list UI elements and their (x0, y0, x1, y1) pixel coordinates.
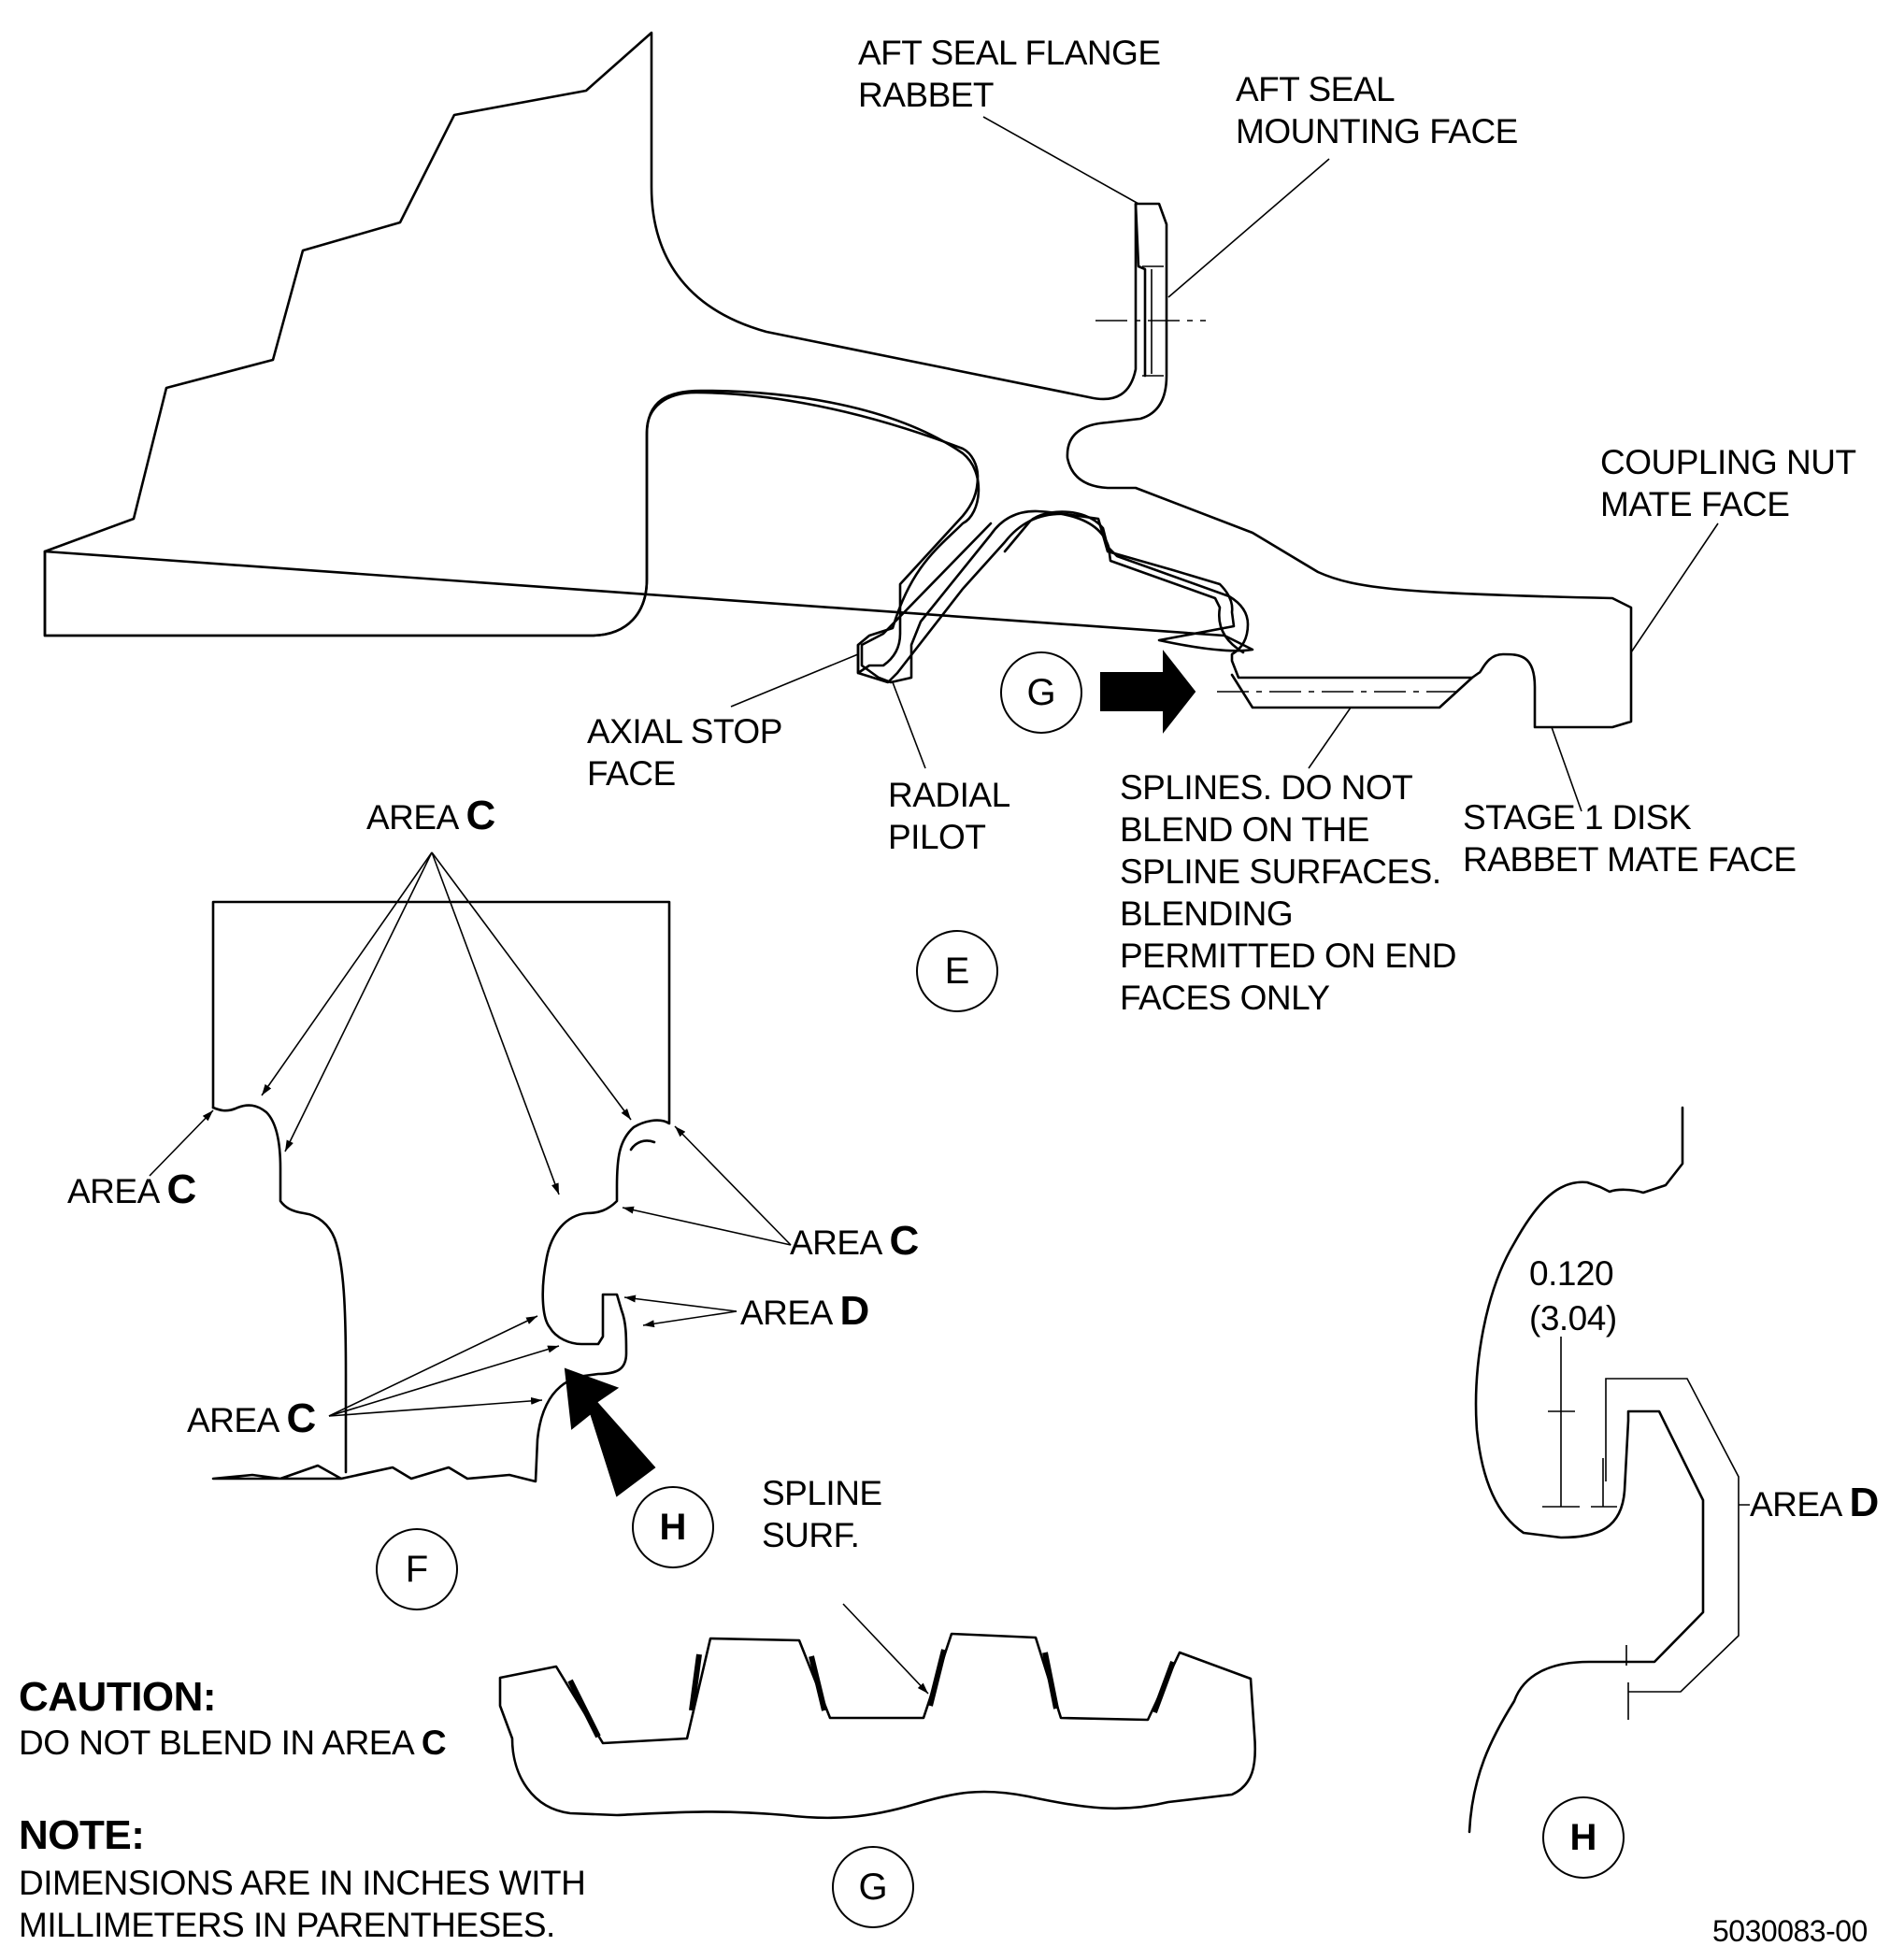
dimension-lines (1542, 1337, 1750, 1720)
view-f-leaders (149, 851, 792, 1417)
label-area-d-h: AREA D (1750, 1480, 1879, 1525)
callout-h-view: H (1542, 1796, 1625, 1879)
view-f-left-profile (211, 1104, 348, 1474)
callout-g-view: G (832, 1846, 914, 1928)
view-e-section (43, 31, 1633, 729)
view-f-outline (211, 900, 671, 1483)
label-splines-note: SPLINES. DO NOT BLEND ON THE SPLINE SURF… (1120, 768, 1456, 1017)
view-g-direction-arrow (1100, 650, 1196, 734)
label-radial-pilot: RADIAL PILOT (888, 776, 1010, 856)
view-h-upper-profile (1468, 1106, 1705, 1834)
callout-h-ref: H (632, 1486, 714, 1568)
disk-outer-stepped-edge (43, 31, 1633, 729)
label-axial-stop-face: AXIAL STOP FACE (587, 712, 782, 793)
callout-f-view: F (376, 1528, 458, 1610)
view-f-section (211, 900, 671, 1483)
callout-g-ref: G (1000, 651, 1082, 734)
view-f-right-flank (629, 1139, 656, 1152)
figure-id: 5030083-00 (1712, 1914, 1868, 1948)
label-area-c-left: AREA C (67, 1166, 196, 1212)
dimension-inches: 0.120 (1529, 1254, 1614, 1293)
note-title: NOTE: (19, 1812, 145, 1858)
label-area-c-right: AREA C (790, 1218, 919, 1264)
label-area-c-lower: AREA C (187, 1395, 316, 1441)
note-text: DIMENSIONS ARE IN INCHES WITH MILLIMETER… (19, 1864, 586, 1944)
caution-title: CAUTION: (19, 1674, 217, 1720)
label-area-c-top: AREA C (366, 793, 495, 838)
disk-section-outline (43, 389, 1254, 684)
label-aft-seal-mounting-face: AFT SEAL MOUNTING FACE (1236, 70, 1518, 150)
spline-teeth-outline (498, 1632, 1257, 1820)
view-h-detail (1468, 1106, 1750, 1834)
area-d-outline (1605, 1378, 1740, 1693)
view-h-direction-arrow (564, 1367, 656, 1497)
spline-surface-marks (567, 1649, 1176, 1738)
caution-text: DO NOT BLEND IN AREA C (19, 1724, 447, 1762)
disk-web-outline (43, 391, 980, 675)
view-g-spline (498, 1603, 1257, 1820)
lower-web-outline (860, 509, 1245, 684)
dimension-millimeters: (3.04) (1529, 1299, 1617, 1338)
label-spline-surf: SPLINE SURF. (762, 1474, 882, 1554)
callout-e-view: E (916, 930, 998, 1012)
view-e-leaders (730, 116, 1719, 812)
aft-seal-flange-inner (1142, 265, 1164, 377)
aft-seal-flange (1134, 202, 1147, 378)
label-coupling-nut-mate-face: COUPLING NUT MATE FACE (1600, 443, 1856, 523)
label-stage1-disk-rabbet: STAGE 1 DISK RABBET MATE FACE (1463, 798, 1797, 879)
label-area-d-f: AREA D (740, 1288, 869, 1334)
label-aft-seal-flange-rabbet: AFT SEAL FLANGE RABBET (858, 34, 1161, 114)
